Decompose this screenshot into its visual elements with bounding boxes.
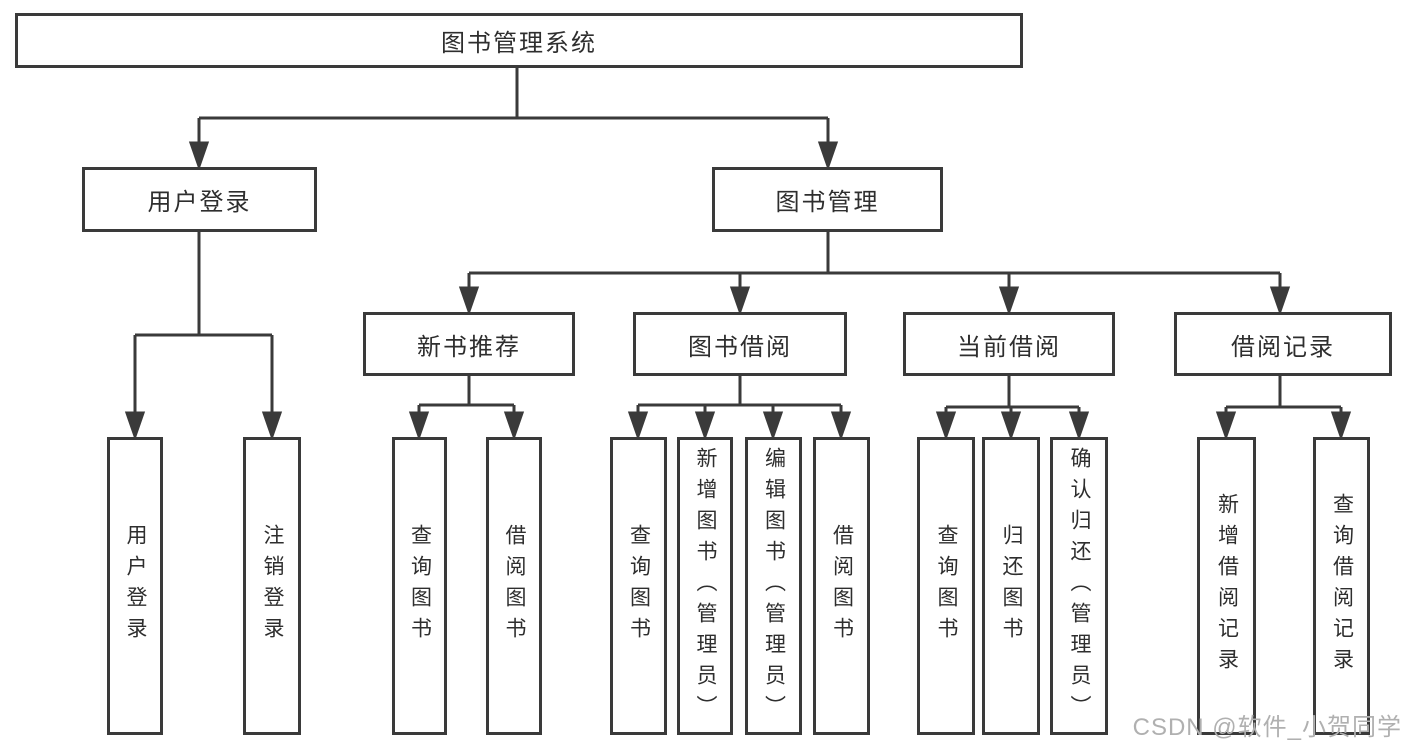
leaf-add-books-admin-label: 新增图书（管理员） — [694, 446, 717, 726]
leaf-borrow-books-box: 借阅图书 — [813, 437, 870, 735]
leaf-query-books-current-label: 查询图书 — [935, 524, 958, 648]
arrowhead — [1000, 411, 1022, 441]
arrowhead — [762, 411, 784, 441]
arrowhead — [1215, 411, 1237, 441]
arrowhead — [188, 141, 210, 171]
leaf-add-books-admin-box: 新增图书（管理员） — [677, 437, 733, 735]
connector-new-book-recommend-to-leaves — [408, 376, 525, 441]
arrowhead — [458, 286, 480, 316]
book-borrow-box: 图书借阅 — [633, 312, 847, 376]
book-management-box: 图书管理 — [712, 167, 943, 232]
connector-book-borrow-to-leaves — [627, 376, 852, 441]
borrow-record-box: 借阅记录 — [1174, 312, 1392, 376]
leaf-confirm-return-admin-box: 确认归还（管理员） — [1050, 437, 1108, 735]
connector-root-to-level2 — [188, 68, 839, 171]
arrowhead — [408, 411, 430, 441]
user-login-box: 用户登录 — [82, 167, 317, 232]
root-box-library-management-system: 图书管理系统 — [15, 13, 1023, 68]
new-book-recommend-box: 新书推荐 — [363, 312, 575, 376]
leaf-user-login-box: 用户登录 — [107, 437, 163, 735]
arrowhead — [1269, 286, 1291, 316]
book-management-label: 图书管理 — [775, 189, 880, 216]
leaf-add-borrow-record-box: 新增借阅记录 — [1197, 437, 1256, 735]
borrow-record-label: 借阅记录 — [1231, 333, 1335, 361]
connector-user-login-to-leaves — [124, 232, 283, 441]
current-borrow-box: 当前借阅 — [903, 312, 1115, 376]
leaf-return-books-box: 归还图书 — [982, 437, 1040, 735]
arrowhead — [817, 141, 839, 171]
new-book-recommend-label: 新书推荐 — [417, 333, 521, 361]
arrowhead — [627, 411, 649, 441]
arrowhead — [503, 411, 525, 441]
connector-borrow-record-to-leaves — [1215, 376, 1352, 441]
csdn-watermark: CSDN @软件_小贺同学 — [1132, 714, 1402, 741]
leaf-logout-label: 注销登录 — [261, 524, 284, 648]
arrowhead — [830, 411, 852, 441]
connector-book-management-to-level3 — [458, 232, 1291, 316]
leaf-query-books-recommend-box: 查询图书 — [392, 437, 447, 735]
leaf-query-borrow-record-box: 查询借阅记录 — [1313, 437, 1370, 735]
arrowhead — [1330, 411, 1352, 441]
connector-current-borrow-to-leaves — [935, 376, 1090, 441]
leaf-logout-box: 注销登录 — [243, 437, 301, 735]
leaf-borrow-books-recommend-label: 借阅图书 — [503, 524, 526, 648]
arrowhead — [1068, 411, 1090, 441]
leaf-add-borrow-record-label: 新增借阅记录 — [1215, 493, 1239, 679]
leaf-borrow-books-recommend-box: 借阅图书 — [486, 437, 542, 735]
leaf-borrow-books-label: 借阅图书 — [830, 524, 854, 648]
leaf-user-login-label: 用户登录 — [124, 524, 147, 648]
leaf-query-books-borrow-box: 查询图书 — [610, 437, 667, 735]
leaf-edit-books-admin-box: 编辑图书（管理员） — [745, 437, 802, 735]
current-borrow-label: 当前借阅 — [957, 333, 1061, 361]
arrowhead — [729, 286, 751, 316]
leaf-confirm-return-admin-label: 确认归还（管理员） — [1068, 446, 1091, 726]
leaf-query-borrow-record-label: 查询借阅记录 — [1330, 493, 1354, 679]
arrowhead — [935, 411, 957, 441]
leaf-return-books-label: 归还图书 — [1000, 524, 1023, 648]
leaf-query-books-current-box: 查询图书 — [917, 437, 975, 735]
leaf-query-books-recommend-label: 查询图书 — [408, 524, 432, 648]
user-login-label: 用户登录 — [147, 189, 252, 216]
leaf-query-books-borrow-label: 查询图书 — [627, 524, 651, 648]
book-borrow-label: 图书借阅 — [688, 333, 792, 361]
arrowhead — [124, 411, 146, 441]
arrowhead — [261, 411, 283, 441]
arrowhead — [694, 411, 716, 441]
arrowhead — [998, 286, 1020, 316]
root-label: 图书管理系统 — [441, 30, 597, 57]
leaf-edit-books-admin-label: 编辑图书（管理员） — [762, 446, 786, 726]
